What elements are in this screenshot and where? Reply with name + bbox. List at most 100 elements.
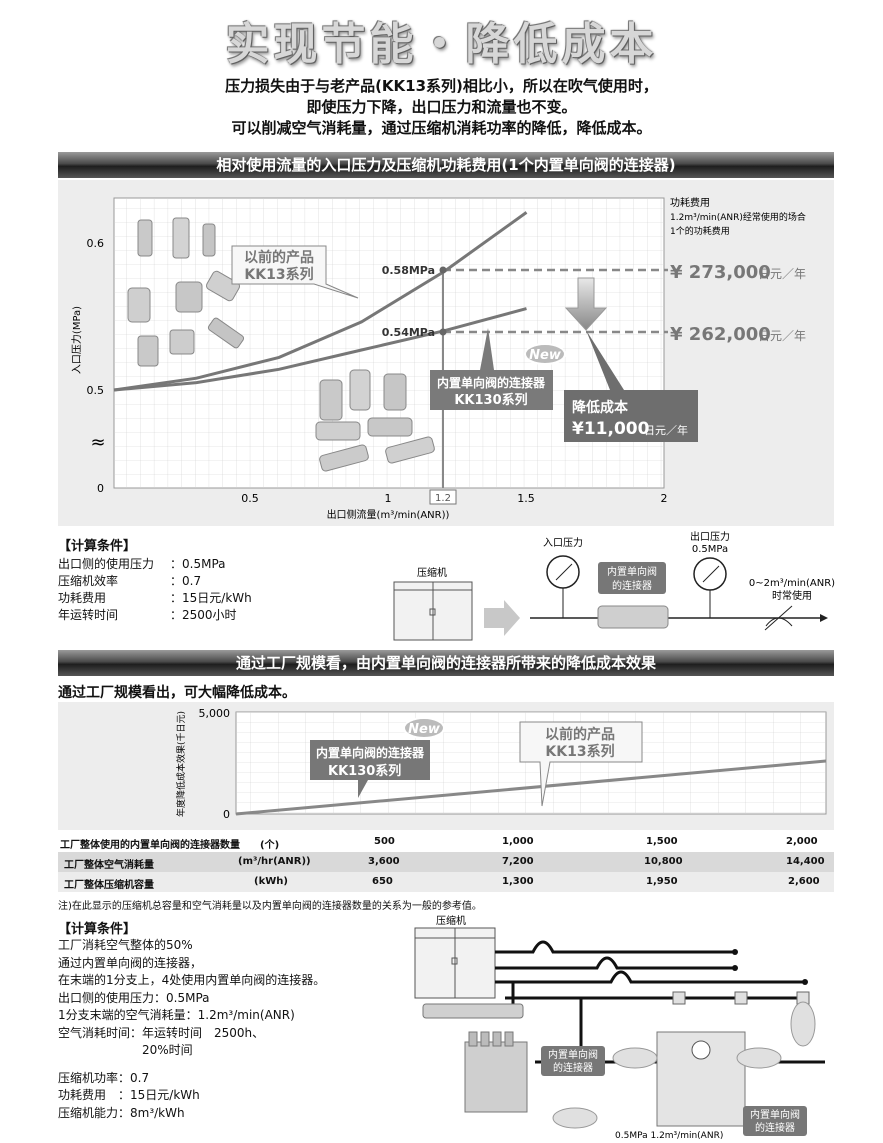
table-row: 工厂整体压缩机容量 (kWh) 650 1,300 1,950 2,600 (58, 872, 834, 892)
diagram2: 压缩机 内置单向阀 的连接器 内置单向阀 的连接器 0.5MPa 1.2m³/m… (414, 914, 825, 1140)
cost-old-value: ¥ 273,000 (670, 262, 771, 283)
row-value: 7,200 (502, 856, 534, 867)
conditions2: 【计算条件】 工厂消耗空气整体的50% 通过内置单向阀的连接器， 在末端的1分支… (58, 918, 325, 1122)
table-row: 工厂整体空气消耗量 (m³/hr(ANR)) 3,600 7,200 10,80… (58, 852, 834, 872)
saving-title: 降低成本 (572, 399, 629, 416)
x-tick-1: 1 (385, 492, 392, 505)
y-axis-label: 入口压力(MPa) (70, 306, 83, 374)
new-badge-text: New (529, 348, 562, 363)
saving-value: ¥11,000 (572, 419, 650, 439)
row-unit: (个) (260, 840, 280, 851)
condition-line: 20%时间 (58, 1043, 193, 1057)
chart2-new-badge-text: New (408, 722, 441, 737)
chart2-y-tick-5000: 5,000 (199, 707, 231, 720)
diagram2-flow-label: 0.5MPa 1.2m³/min(ANR) (615, 1131, 723, 1140)
callout-old-line1: 以前的产品 (244, 249, 314, 266)
row-value: 2,600 (788, 876, 820, 887)
row-value: 3,600 (368, 856, 400, 867)
x-tick-1-2: 1.2 (435, 493, 451, 504)
row-value: 1,000 (502, 836, 534, 847)
cost-new-value: ¥ 262,000 (670, 324, 771, 345)
chart2-new-line2: KK130系列 (328, 763, 401, 779)
diagram2-compressor-handle (451, 957, 458, 965)
connector2-label-2: 的连接器 (755, 1121, 795, 1134)
x-tick-2: 2 (661, 492, 668, 505)
down-arrow (564, 277, 608, 331)
callout-new-line2: KK130系列 (454, 392, 527, 408)
chart2-callout-old (519, 721, 643, 807)
compressor-handle (429, 608, 436, 616)
condition-line: 在末端的1分支上，4处使用内置单向阀的连接器。 (58, 973, 326, 987)
intro-line: 即使压力下降，出口压力和流量也不变。 (306, 98, 577, 116)
outlet-gauge-icon (693, 557, 727, 591)
y-tick-06: 0.6 (87, 237, 105, 250)
row-unit: (m³/hr(ANR)) (238, 856, 311, 867)
condition-key: 压缩机效率 (58, 574, 119, 588)
row-unit: (kWh) (254, 876, 288, 887)
condition-line: 出口侧的使用压力：0.5MPa (58, 990, 210, 1005)
condition-line: 1分支末端的空气消耗量：1.2m³/min(ANR) (58, 1008, 295, 1022)
flow-label-2: 时常使用 (772, 589, 812, 602)
label-054: 0.54MPa (382, 326, 435, 339)
row-value: 2,000 (786, 836, 818, 847)
condition-line: 空气消耗时间：年运转时间 2500h、 (58, 1025, 265, 1040)
cost-header-3: 1个的功耗费用 (670, 225, 730, 237)
table-row: 工厂整体使用的内置单向阀的连接器数量 (个) 500 1,000 1,500 2… (58, 832, 834, 852)
callout-old-line2: KK13系列 (244, 266, 313, 283)
inlet-label: 入口压力 (543, 536, 583, 549)
connector-highlight-icon (736, 1047, 782, 1069)
saving-callout (564, 330, 698, 442)
axis-break-mark: ≈ (90, 432, 105, 453)
callout-new-product (430, 328, 553, 410)
x-tick-05: 0.5 (241, 492, 259, 505)
outlet-label-1: 出口压力 (690, 530, 730, 543)
connector2-label-1: 内置单向阀 (750, 1108, 800, 1121)
chart1: 0.58MPa 0.54MPa 0.6 0.5 0 ≈ 0.5 1 1.2 1.… (70, 196, 806, 521)
flow-label-1: 0~2m³/min(ANR) (749, 578, 835, 589)
row-value: 1,300 (502, 876, 534, 887)
chart2-old-line1: 以前的产品 (545, 726, 615, 743)
section1-band: 相对使用流量的入口压力及压缩机功耗费用(1个内置单向阀的连接器) (58, 152, 834, 178)
valve-icon (480, 1031, 490, 1047)
outlet-label-2: 0.5MPa (692, 544, 728, 555)
chart2-new-line1: 内置单向阀的连接器 (316, 745, 425, 760)
connector-highlight-icon (790, 1001, 816, 1047)
x-tick-box (429, 489, 457, 505)
conditions2-title: 【计算条件】 (58, 922, 137, 937)
cost-header-1: 功耗费用 (670, 196, 710, 209)
condition-row: 压缩机效率：0.7 (58, 573, 252, 590)
valve-icon (504, 1031, 514, 1047)
valve-icon (468, 1031, 478, 1047)
pipe-arrowhead (820, 614, 828, 622)
series-line-kk130 (113, 307, 527, 392)
intro-line: 压力损失由于与老产品(KK13系列)相比小，所以在吹气使用时， (225, 77, 658, 95)
x-tick-15: 1.5 (517, 492, 535, 505)
regulator-icon (672, 991, 686, 1005)
point-058 (439, 266, 447, 274)
cost-old-unit: 日元／年 (758, 267, 806, 281)
throttle-curve (765, 617, 793, 627)
connector-highlight-icon (612, 1047, 658, 1069)
diagram2-compressor-label: 压缩机 (436, 914, 466, 927)
section2-band: 通过工厂规模看，由内置单向阀的连接器所带来的降低成本效果 (58, 650, 834, 676)
section2-lead: 通过工厂规模看出，可大幅降低成本。 (58, 685, 296, 701)
new-product-photos (315, 369, 435, 472)
conditions1-title: 【计算条件】 (58, 539, 137, 554)
saving-unit: 日元／年 (644, 423, 688, 437)
row-label: 工厂整体压缩机容量 (64, 880, 154, 891)
pipe-nodes (732, 949, 808, 985)
intro-line: 可以削减空气消耗量，通过压缩机消耗功率的降低，降低成本。 (231, 119, 652, 137)
condition-line: 功耗费用 ：15日元/kWh (58, 1088, 200, 1102)
callout-new-line1: 内置单向阀的连接器 (437, 375, 546, 390)
condition-spacer (58, 1060, 325, 1070)
condition-line: 工厂消耗空气整体的50% (58, 938, 193, 952)
valve-icon (492, 1031, 502, 1047)
chart2: 5,000 0 年度降低成本效果(千日元) 内置单向阀的连接器 KK130系列 … (175, 707, 827, 821)
connector-label-box (541, 1046, 605, 1076)
connector1-label-1: 内置单向阀 (548, 1048, 598, 1061)
row-value: 10,800 (644, 856, 683, 867)
diagram1: 压缩机 入口压力 内置单向阀 的连接器 出口压力 0.5MPa 0~2m³/mi… (393, 530, 835, 641)
conditions2-list: 工厂消耗空气整体的50% 通过内置单向阀的连接器， 在末端的1分支上，4处使用内… (58, 937, 325, 1122)
row-value: 14,400 (786, 856, 825, 867)
connector-label-box (598, 562, 666, 594)
